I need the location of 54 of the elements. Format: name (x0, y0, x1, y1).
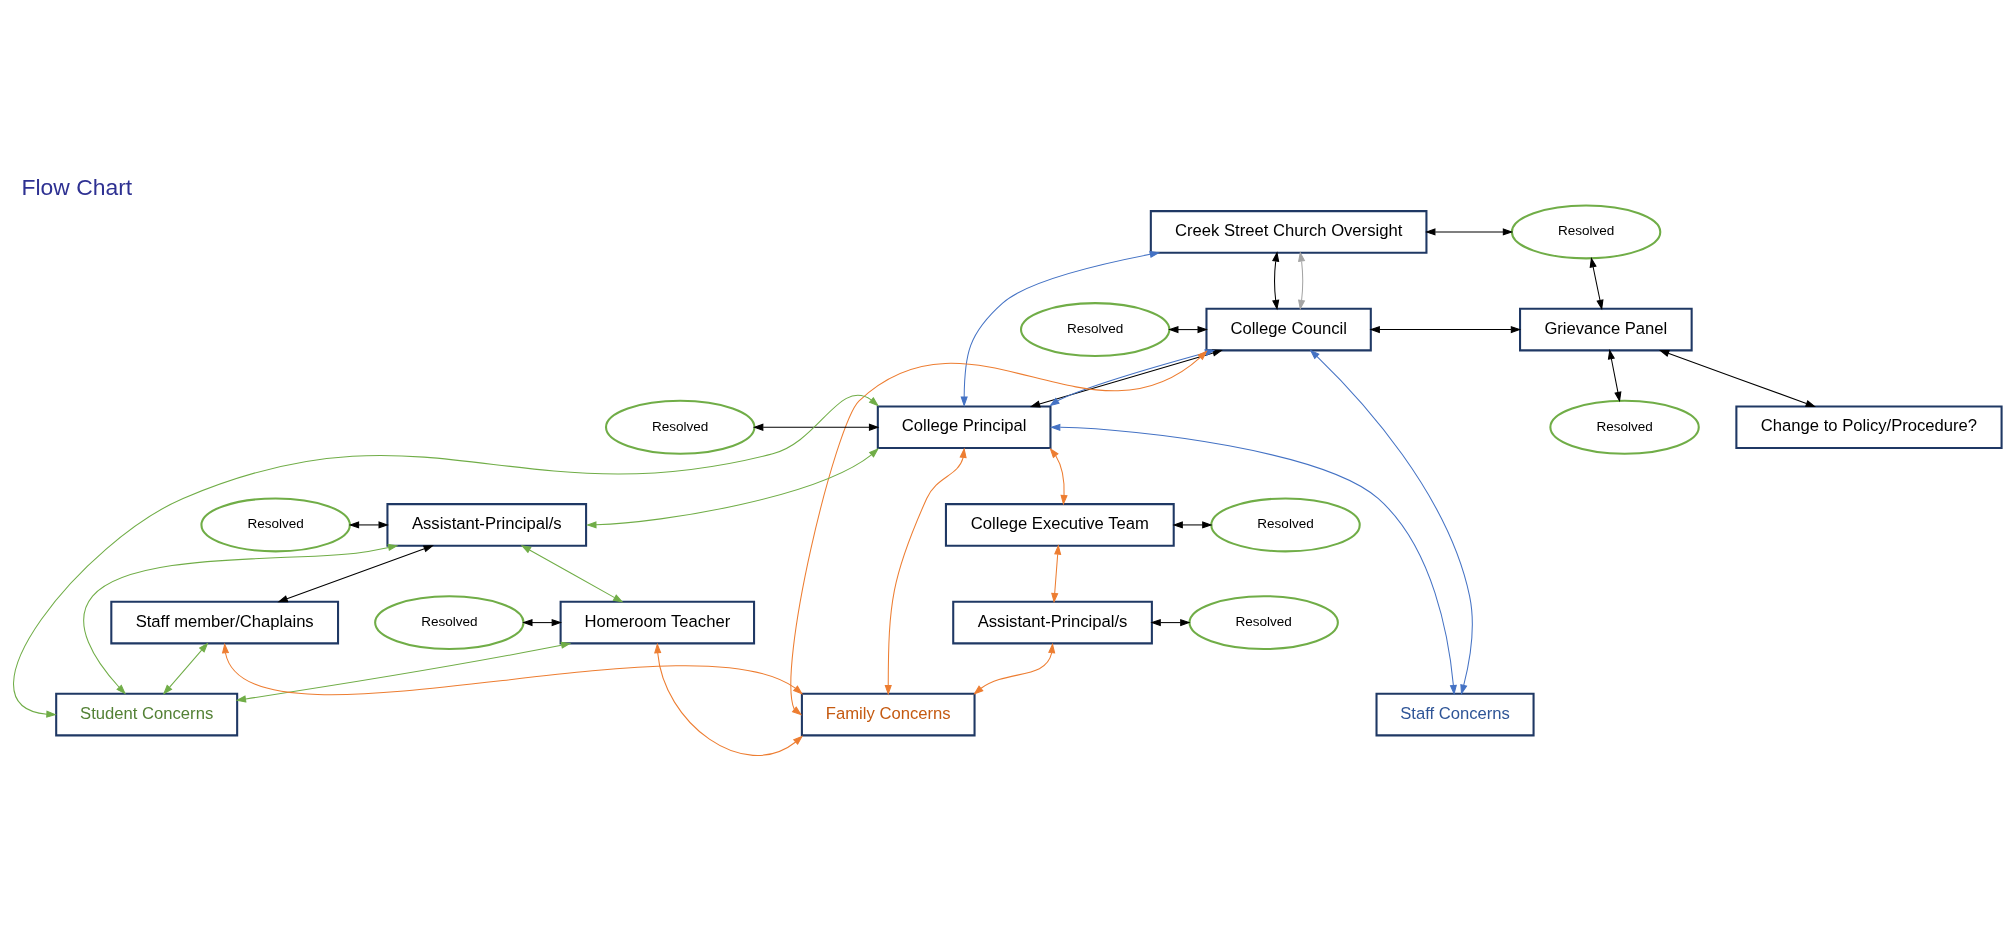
arrow (235, 641, 572, 703)
node-box: Assistant-Principal/s (386, 503, 588, 547)
arrow (1607, 348, 1622, 403)
arrow (83, 543, 399, 695)
node-box: Homeroom Teacher (559, 600, 756, 645)
node-ellipse: Resolved (374, 595, 525, 651)
arrow (654, 642, 804, 756)
arrow (1051, 544, 1062, 604)
diagram-title: Flow Chart (21, 173, 133, 200)
node-box: College Principal (876, 405, 1052, 450)
node-box: Assistant-Principal/s (952, 600, 1153, 645)
arrow (522, 618, 563, 627)
node-box: Staff member/Chaplains (110, 600, 340, 645)
arrow (1272, 251, 1280, 311)
arrow (1658, 349, 1816, 407)
arrow (1298, 251, 1306, 311)
arrow (348, 521, 389, 529)
node-ellipse: Resolved (1188, 595, 1339, 651)
node-box: Change to Policy/Procedure? (1735, 405, 2003, 450)
node-box: College Council (1205, 307, 1372, 352)
node-box: Staff Concerns (1375, 692, 1535, 737)
arrow (1168, 325, 1208, 334)
arrow (1425, 228, 1514, 236)
arrow (752, 423, 880, 431)
arrow (1049, 349, 1216, 407)
node-box: Student Concerns (55, 692, 239, 737)
node-ellipse: Resolved (200, 497, 351, 553)
arrow (162, 642, 209, 695)
node-ellipse: Resolved (1210, 497, 1361, 553)
node-box: Creek Street Church Oversight (1149, 210, 1428, 254)
arrow (13, 394, 880, 718)
node-box: Family Concerns (800, 692, 976, 737)
arrow (1172, 521, 1213, 529)
arrow (1029, 349, 1223, 408)
arrow (973, 642, 1056, 695)
arrow (221, 642, 804, 695)
arrow (277, 545, 434, 603)
arrow (960, 250, 1161, 407)
arrow (1369, 325, 1522, 334)
node-ellipse: Resolved (1510, 204, 1662, 260)
arrow (1049, 447, 1068, 506)
arrow (586, 448, 879, 529)
node-ellipse: Resolved (605, 399, 756, 455)
node-ellipse: Resolved (1019, 302, 1171, 358)
arrow (1589, 257, 1604, 311)
arrow (1049, 423, 1457, 696)
arrow (884, 447, 967, 696)
node-box: Grievance Panel (1519, 307, 1693, 352)
node-ellipse: Resolved (1549, 399, 1700, 455)
arrow (1309, 349, 1473, 695)
arrow (520, 545, 624, 603)
node-box: College Executive Team (944, 503, 1175, 547)
arrow (1150, 618, 1191, 627)
arrow (790, 350, 1208, 716)
